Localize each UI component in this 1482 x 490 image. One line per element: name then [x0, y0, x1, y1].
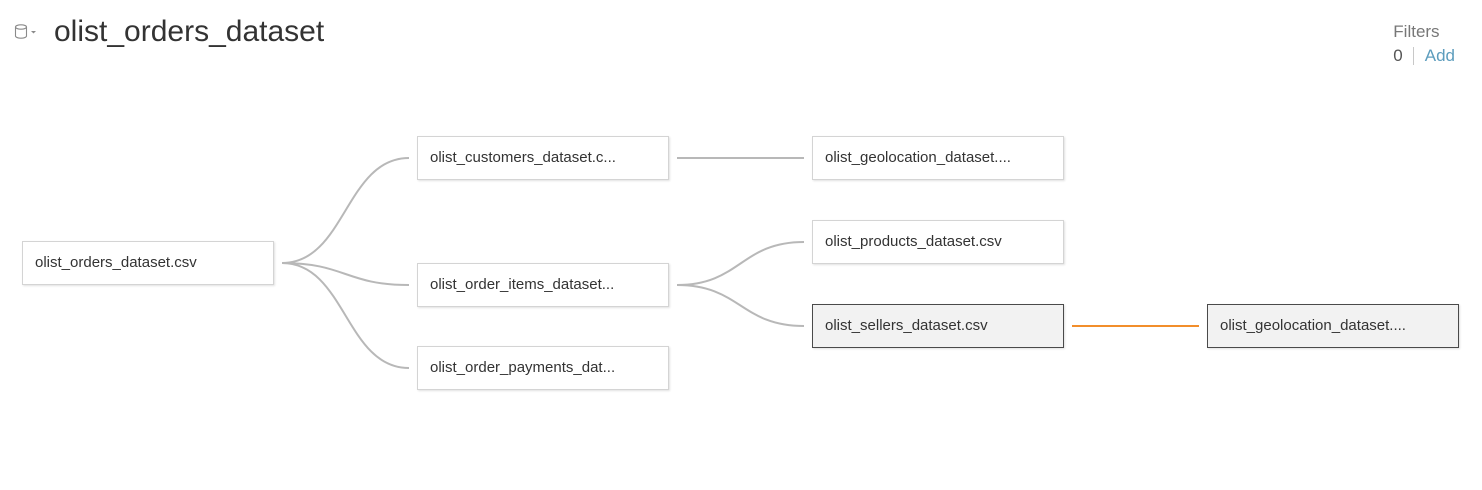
relationship-link-orders-order-items[interactable] — [281, 262, 410, 286]
filters-label: Filters — [1393, 22, 1440, 41]
filters-row: 0 Add — [1393, 45, 1455, 67]
page-title: olist_orders_dataset — [54, 15, 325, 48]
table-node-orders[interactable]: olist_orders_dataset.csv — [22, 241, 274, 285]
table-node-label: olist_orders_dataset.csv — [35, 254, 197, 271]
relationship-link-orders-customers[interactable] — [281, 157, 410, 264]
relationship-link-orders-order-payments[interactable] — [281, 262, 410, 369]
filters-panel: Filters 0 Add — [1393, 21, 1455, 67]
table-node-geolocation-sellers[interactable]: olist_geolocation_dataset.... — [1207, 304, 1459, 348]
header: olist_orders_dataset Filters 0 Add — [0, 0, 1482, 70]
table-node-label: olist_order_payments_dat... — [430, 359, 616, 376]
table-node-label: olist_geolocation_dataset.... — [1220, 317, 1406, 334]
table-node-geolocation-customers[interactable]: olist_geolocation_dataset.... — [812, 136, 1064, 180]
table-node-order-payments[interactable]: olist_order_payments_dat... — [417, 346, 669, 390]
add-filter-link[interactable]: Add — [1424, 46, 1455, 65]
table-node-label: olist_geolocation_dataset.... — [825, 149, 1011, 166]
table-node-label: olist_order_items_dataset... — [430, 276, 615, 293]
filters-count: 0 — [1393, 46, 1403, 65]
table-node-customers[interactable]: olist_customers_dataset.c... — [417, 136, 669, 180]
table-node-label: olist_customers_dataset.c... — [430, 149, 616, 166]
table-node-products[interactable]: olist_products_dataset.csv — [812, 220, 1064, 264]
database-cylinder-icon[interactable] — [14, 22, 42, 42]
relationship-link-order-items-products[interactable] — [676, 241, 805, 286]
table-node-order-items[interactable]: olist_order_items_dataset... — [417, 263, 669, 307]
filters-divider — [1412, 47, 1414, 65]
relationship-link-order-items-sellers[interactable] — [676, 284, 805, 327]
table-node-label: olist_products_dataset.csv — [825, 233, 1002, 250]
table-node-sellers[interactable]: olist_sellers_dataset.csv — [812, 304, 1064, 348]
table-node-label: olist_sellers_dataset.csv — [825, 317, 988, 334]
